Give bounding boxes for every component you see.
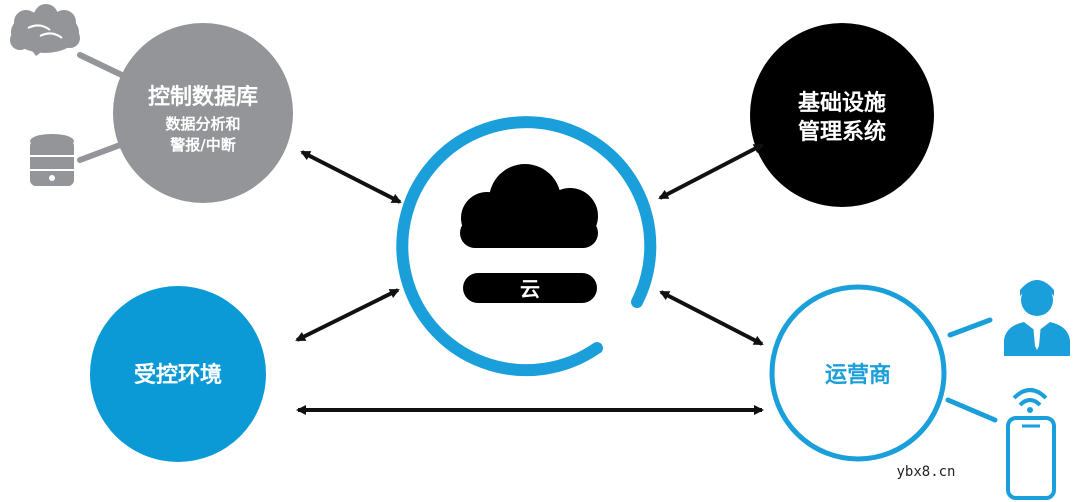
- control-database-sub-line2: 警报/中断: [169, 136, 235, 154]
- watermark: ybx8.cn: [872, 460, 980, 484]
- arrow-environment-cloud: [295, 288, 400, 342]
- person-connector: [947, 317, 993, 338]
- infrastructure-node: [750, 23, 934, 207]
- phone-connector: [945, 397, 998, 423]
- operator-label: 运营商: [825, 362, 891, 388]
- cloud-icon: [460, 164, 598, 248]
- control-database-node: [113, 23, 293, 203]
- arrow-database-cloud: [300, 150, 402, 204]
- brain-icon: [10, 4, 80, 56]
- controlled-environment-node: [90, 286, 266, 462]
- infrastructure-line2: 管理系统: [798, 119, 886, 145]
- cloud-label: 云: [520, 277, 540, 301]
- controlled-environment-label: 受控环境: [134, 362, 222, 388]
- arrow-cloud-infrastructure: [658, 143, 764, 200]
- operator-node: [769, 284, 947, 462]
- control-database-title: 控制数据库: [148, 84, 258, 110]
- infrastructure-line1: 基础设施: [798, 90, 886, 116]
- cloud-label-pill: [463, 273, 597, 303]
- database-icon: [30, 134, 74, 186]
- brain-connector: [77, 52, 131, 81]
- arrow-cloud-operator: [659, 290, 764, 346]
- cloud-ring: [396, 116, 657, 377]
- control-database-sub-line1: 数据分析和: [165, 115, 240, 133]
- mobile-phone-icon: [1006, 388, 1056, 500]
- person-icon: [1004, 280, 1070, 356]
